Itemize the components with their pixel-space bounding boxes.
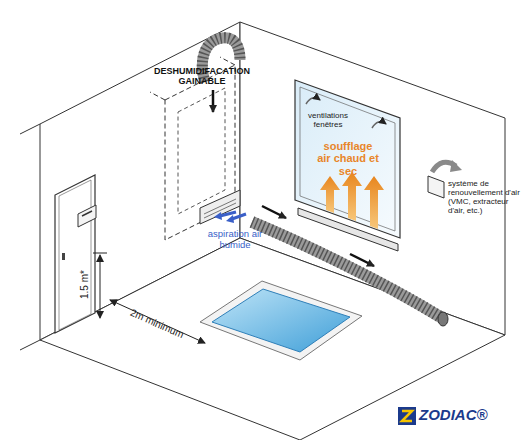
flow-arrow	[262, 206, 286, 218]
hot-air-arrow	[320, 176, 340, 213]
logo-icon	[398, 407, 416, 425]
intake-arrow	[220, 212, 236, 216]
dimension-tick	[93, 253, 107, 254]
dehumidifier-inner	[178, 88, 225, 214]
exhaust-arrowhead	[450, 160, 462, 172]
door	[55, 175, 95, 333]
duct-ribs	[252, 222, 442, 318]
duct-end	[438, 312, 448, 326]
intake-arrow	[232, 214, 246, 219]
dehumidifier-edge	[220, 57, 235, 65]
brand-logo: ZODIAC®	[419, 407, 519, 424]
air-renewal-vent	[428, 176, 444, 198]
pool-coping	[200, 281, 362, 360]
flow-arrow	[212, 90, 215, 112]
floor-duct	[252, 222, 442, 318]
dehumidifier-edge	[150, 92, 165, 100]
window-vent-arrow	[372, 122, 386, 128]
control-panel	[78, 205, 96, 227]
flow-arrow	[350, 254, 374, 266]
wall-edge	[20, 124, 40, 134]
renewal-label: système de renouvellement d'air (VMC, ex…	[448, 180, 524, 216]
window-frame	[300, 87, 395, 231]
intake-arrowhead	[214, 212, 222, 220]
door-handle	[62, 253, 65, 260]
vent-label: ventilations fenêtres	[302, 112, 354, 130]
supply-label: soufflage air chaud et sec	[316, 140, 380, 177]
unit-label: DESHUMIDIFACATION GAINABLE	[146, 66, 258, 86]
intake-label: aspiration air humide	[204, 229, 266, 250]
logo-z	[402, 411, 412, 421]
door-frame	[59, 180, 91, 330]
hot-air-arrow	[364, 176, 384, 229]
height-label: 1.5 m*	[79, 260, 90, 310]
wall-edge	[20, 340, 40, 350]
intake-arrowhead	[226, 215, 234, 223]
window-vent-arrow	[306, 98, 320, 104]
panel-display	[82, 211, 92, 216]
pool-water	[212, 289, 350, 352]
hot-air-arrow	[342, 172, 362, 221]
height-dimension	[100, 255, 101, 318]
